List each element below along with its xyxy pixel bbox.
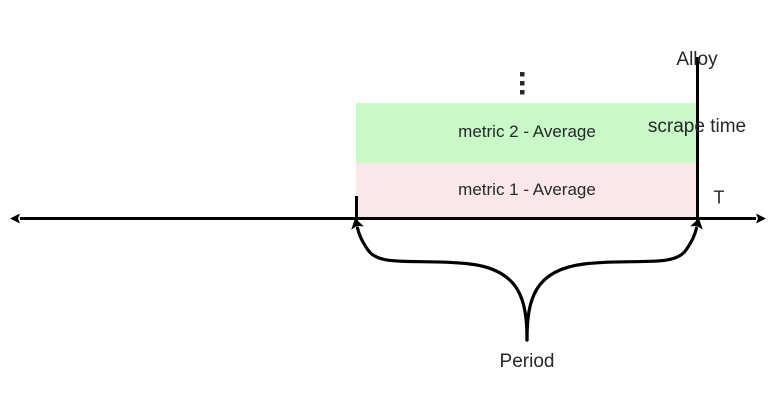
alloy-scrape-time-label: Alloy scrape time (648, 4, 746, 183)
period-brace-right (525, 218, 703, 342)
period-label: Period (499, 351, 555, 372)
metric-2-band-rect (356, 103, 697, 163)
metric-1-band-label: metric 1 - Average (458, 179, 596, 199)
time-axis-label: T (713, 187, 725, 208)
metric-2-band-label: metric 2 - Average (458, 121, 596, 141)
vertical-ellipsis-icon (520, 72, 525, 95)
period-brace-left (351, 218, 529, 342)
alloy-scrape-time-label-line1: Alloy (676, 48, 718, 70)
metric-1-band-rect (356, 163, 697, 218)
alloy-scrape-time-label-line2: scrape time (647, 116, 747, 138)
